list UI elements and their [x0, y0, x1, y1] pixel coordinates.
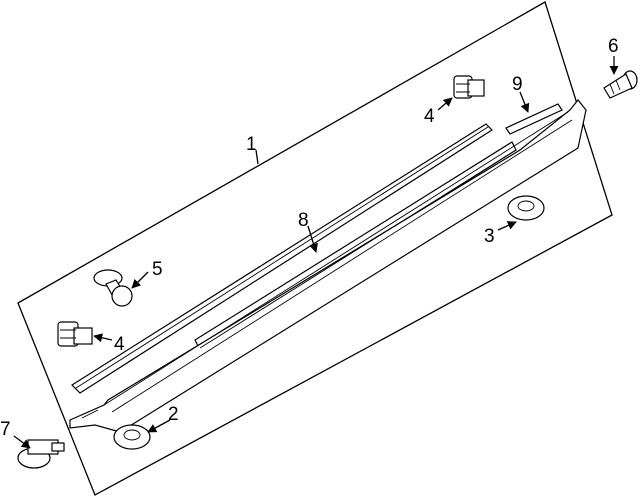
- screw-fastener: [603, 70, 638, 99]
- retainer-clip-lower: [57, 321, 93, 347]
- nut-clip-bottom: [113, 424, 151, 450]
- bolt-fastener: [17, 439, 65, 469]
- callout-4-upper: 4: [424, 106, 435, 127]
- callout-8: 8: [298, 210, 309, 231]
- callout-2: 2: [168, 404, 179, 425]
- callout-3: 3: [484, 226, 495, 247]
- callout-6: 6: [608, 36, 619, 57]
- moulding-strip: [71, 123, 517, 394]
- push-pin-fastener: [93, 269, 133, 307]
- rocker-panel: [69, 99, 587, 433]
- retainer-clip-upper: [453, 75, 485, 99]
- callout-5: 5: [152, 259, 163, 280]
- callout-9: 9: [512, 74, 523, 95]
- nut-clip-right: [507, 195, 545, 221]
- small-strip: [505, 103, 563, 135]
- leader-lines: [13, 56, 619, 449]
- callout-7: 7: [0, 419, 11, 440]
- callout-4-lower: 4: [114, 334, 125, 355]
- callout-1: 1: [246, 134, 257, 155]
- assembly-outline: [17, 1, 613, 496]
